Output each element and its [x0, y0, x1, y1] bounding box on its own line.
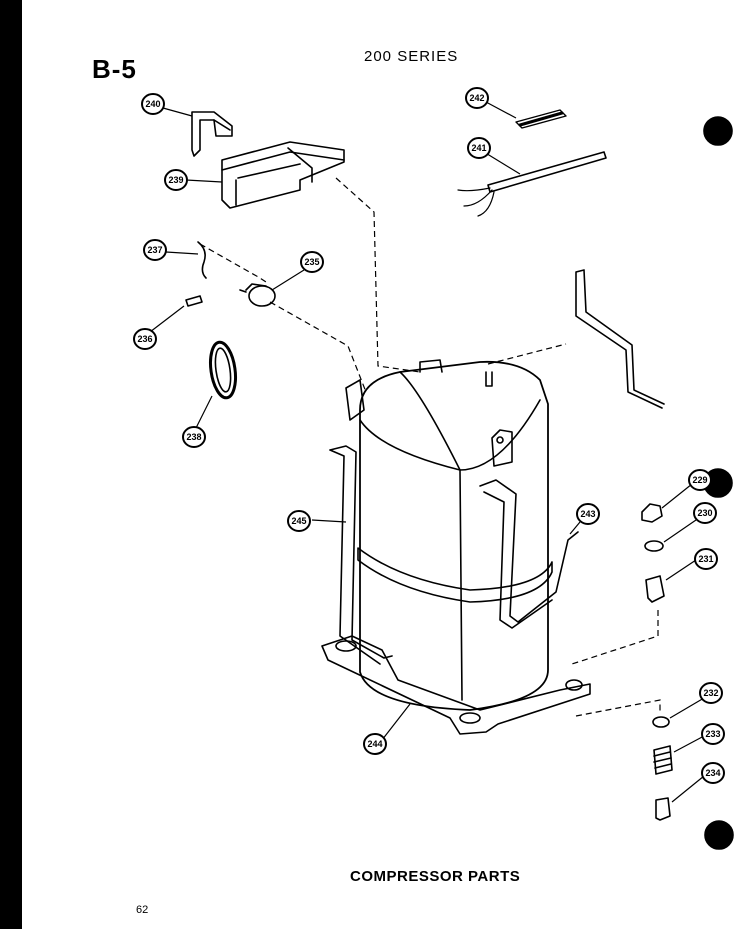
callout-bubble: [300, 251, 324, 273]
callout-number: 242: [469, 93, 484, 103]
callout-bubble: [182, 426, 206, 448]
gasket-part: [208, 340, 238, 400]
callout-bubble: [465, 87, 489, 109]
page-number: 62: [136, 904, 149, 916]
callout-number: 241: [471, 143, 486, 153]
sleeve-part: [645, 575, 665, 603]
callout-bubble: [143, 239, 167, 261]
callout-bubble: [133, 328, 157, 350]
callout-number: 239: [168, 175, 183, 185]
callout-bubble: [164, 169, 188, 191]
clip-part: [197, 241, 207, 279]
punch-hole: [703, 116, 733, 146]
heater-rod-part: [457, 151, 607, 217]
callout-number: 230: [697, 508, 712, 518]
callout-bubble: [576, 503, 600, 525]
nut-part: [641, 503, 663, 523]
overload-part: [239, 283, 276, 307]
callout-number: 234: [705, 768, 720, 778]
callout-bubble: [693, 502, 717, 524]
callout-number: 233: [705, 729, 720, 739]
callout-bubble: [141, 93, 165, 115]
callout-number: 240: [145, 99, 160, 109]
punch-hole: [704, 820, 734, 850]
base-plate: [321, 635, 591, 735]
callout-number: 243: [580, 509, 595, 519]
callout-bubble: [467, 137, 491, 159]
series-label: 200 SERIES: [364, 48, 459, 65]
assembly-lines: [199, 177, 661, 717]
bracket-243-part: [479, 479, 579, 629]
terminal-cover-part: [221, 141, 345, 209]
callout-bubble: [694, 548, 718, 570]
callout-number: 235: [304, 257, 319, 267]
washer-part: [644, 540, 664, 552]
callout-bubble: [701, 723, 725, 745]
callout-number: 231: [698, 554, 713, 564]
callout-bubble: [701, 762, 725, 784]
callout-number: 232: [703, 688, 718, 698]
bracket-part: [191, 111, 233, 157]
callout-number: 236: [137, 334, 152, 344]
bushing-part: [655, 797, 671, 821]
tube-part: [575, 269, 665, 409]
section-label: B-5: [92, 54, 137, 84]
screw-part: [185, 295, 203, 307]
callout-number: 229: [692, 475, 707, 485]
compressor: [345, 359, 553, 711]
callout-bubble: [363, 733, 387, 755]
callout-bubble: [287, 510, 311, 532]
callout-number: 245: [291, 516, 306, 526]
diagram-sheet: [22, 0, 750, 929]
diagram-caption: COMPRESSOR PARTS: [350, 868, 521, 885]
wire-part: [329, 445, 393, 665]
strip-part: [515, 109, 567, 129]
callout-bubble: [699, 682, 723, 704]
washer-part: [652, 716, 670, 728]
callout-number: 244: [367, 739, 382, 749]
leader-lines: [149, 101, 705, 803]
callout-bubble: [688, 469, 712, 491]
callout-number: 237: [147, 245, 162, 255]
callout-number: 238: [186, 432, 201, 442]
callout-group: 240 239 242 241 237 235 236 238 245 243 244 229 230 2…: [133, 87, 725, 784]
spring-part: [653, 745, 673, 775]
